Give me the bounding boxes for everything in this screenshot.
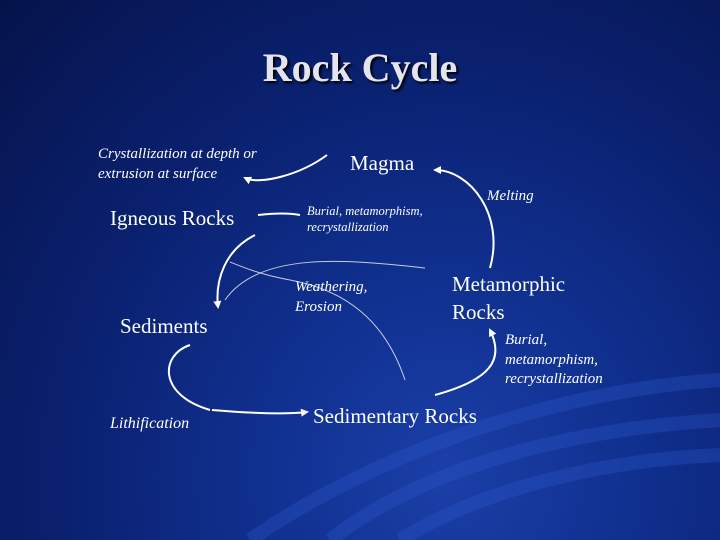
arrow-metamorphic-to-magma [433,166,495,269]
weathering-curve-igneous [224,260,426,301]
arrow-igneous-to-sediments [213,234,256,309]
page-title: Rock Cycle [262,45,458,90]
weathering-curve-metamorphic [229,261,406,381]
label-weathering: Weathering, Erosion [295,279,368,315]
arrow-lithification-to-sedimentary [211,408,309,417]
node-sedimentary-rocks: Sedimentary Rocks [313,404,477,428]
label-burial-sedimentary: Burial, metamorphism, recrystallization [505,332,603,387]
arrow-sedimentary-to-metamorphic [434,328,497,396]
node-magma: Magma [350,151,415,175]
arrow-igneous-to-metamorphic [257,212,301,216]
arrow-magma-to-igneous [243,154,328,185]
label-lithification: Lithification [110,415,190,432]
node-igneous-rocks: Igneous Rocks [110,206,235,230]
arrow-sediments-to-lithification [167,344,211,411]
label-crystallization: Crystallization at depth or extrusion at… [98,146,257,182]
label-melting: Melting [487,188,534,204]
node-sediments: Sediments [120,314,208,338]
node-metamorphic-rocks: Metamorphic Rocks [452,272,566,325]
label-burial-igneous: Burial, metamorphism, recrystallization [307,204,423,235]
